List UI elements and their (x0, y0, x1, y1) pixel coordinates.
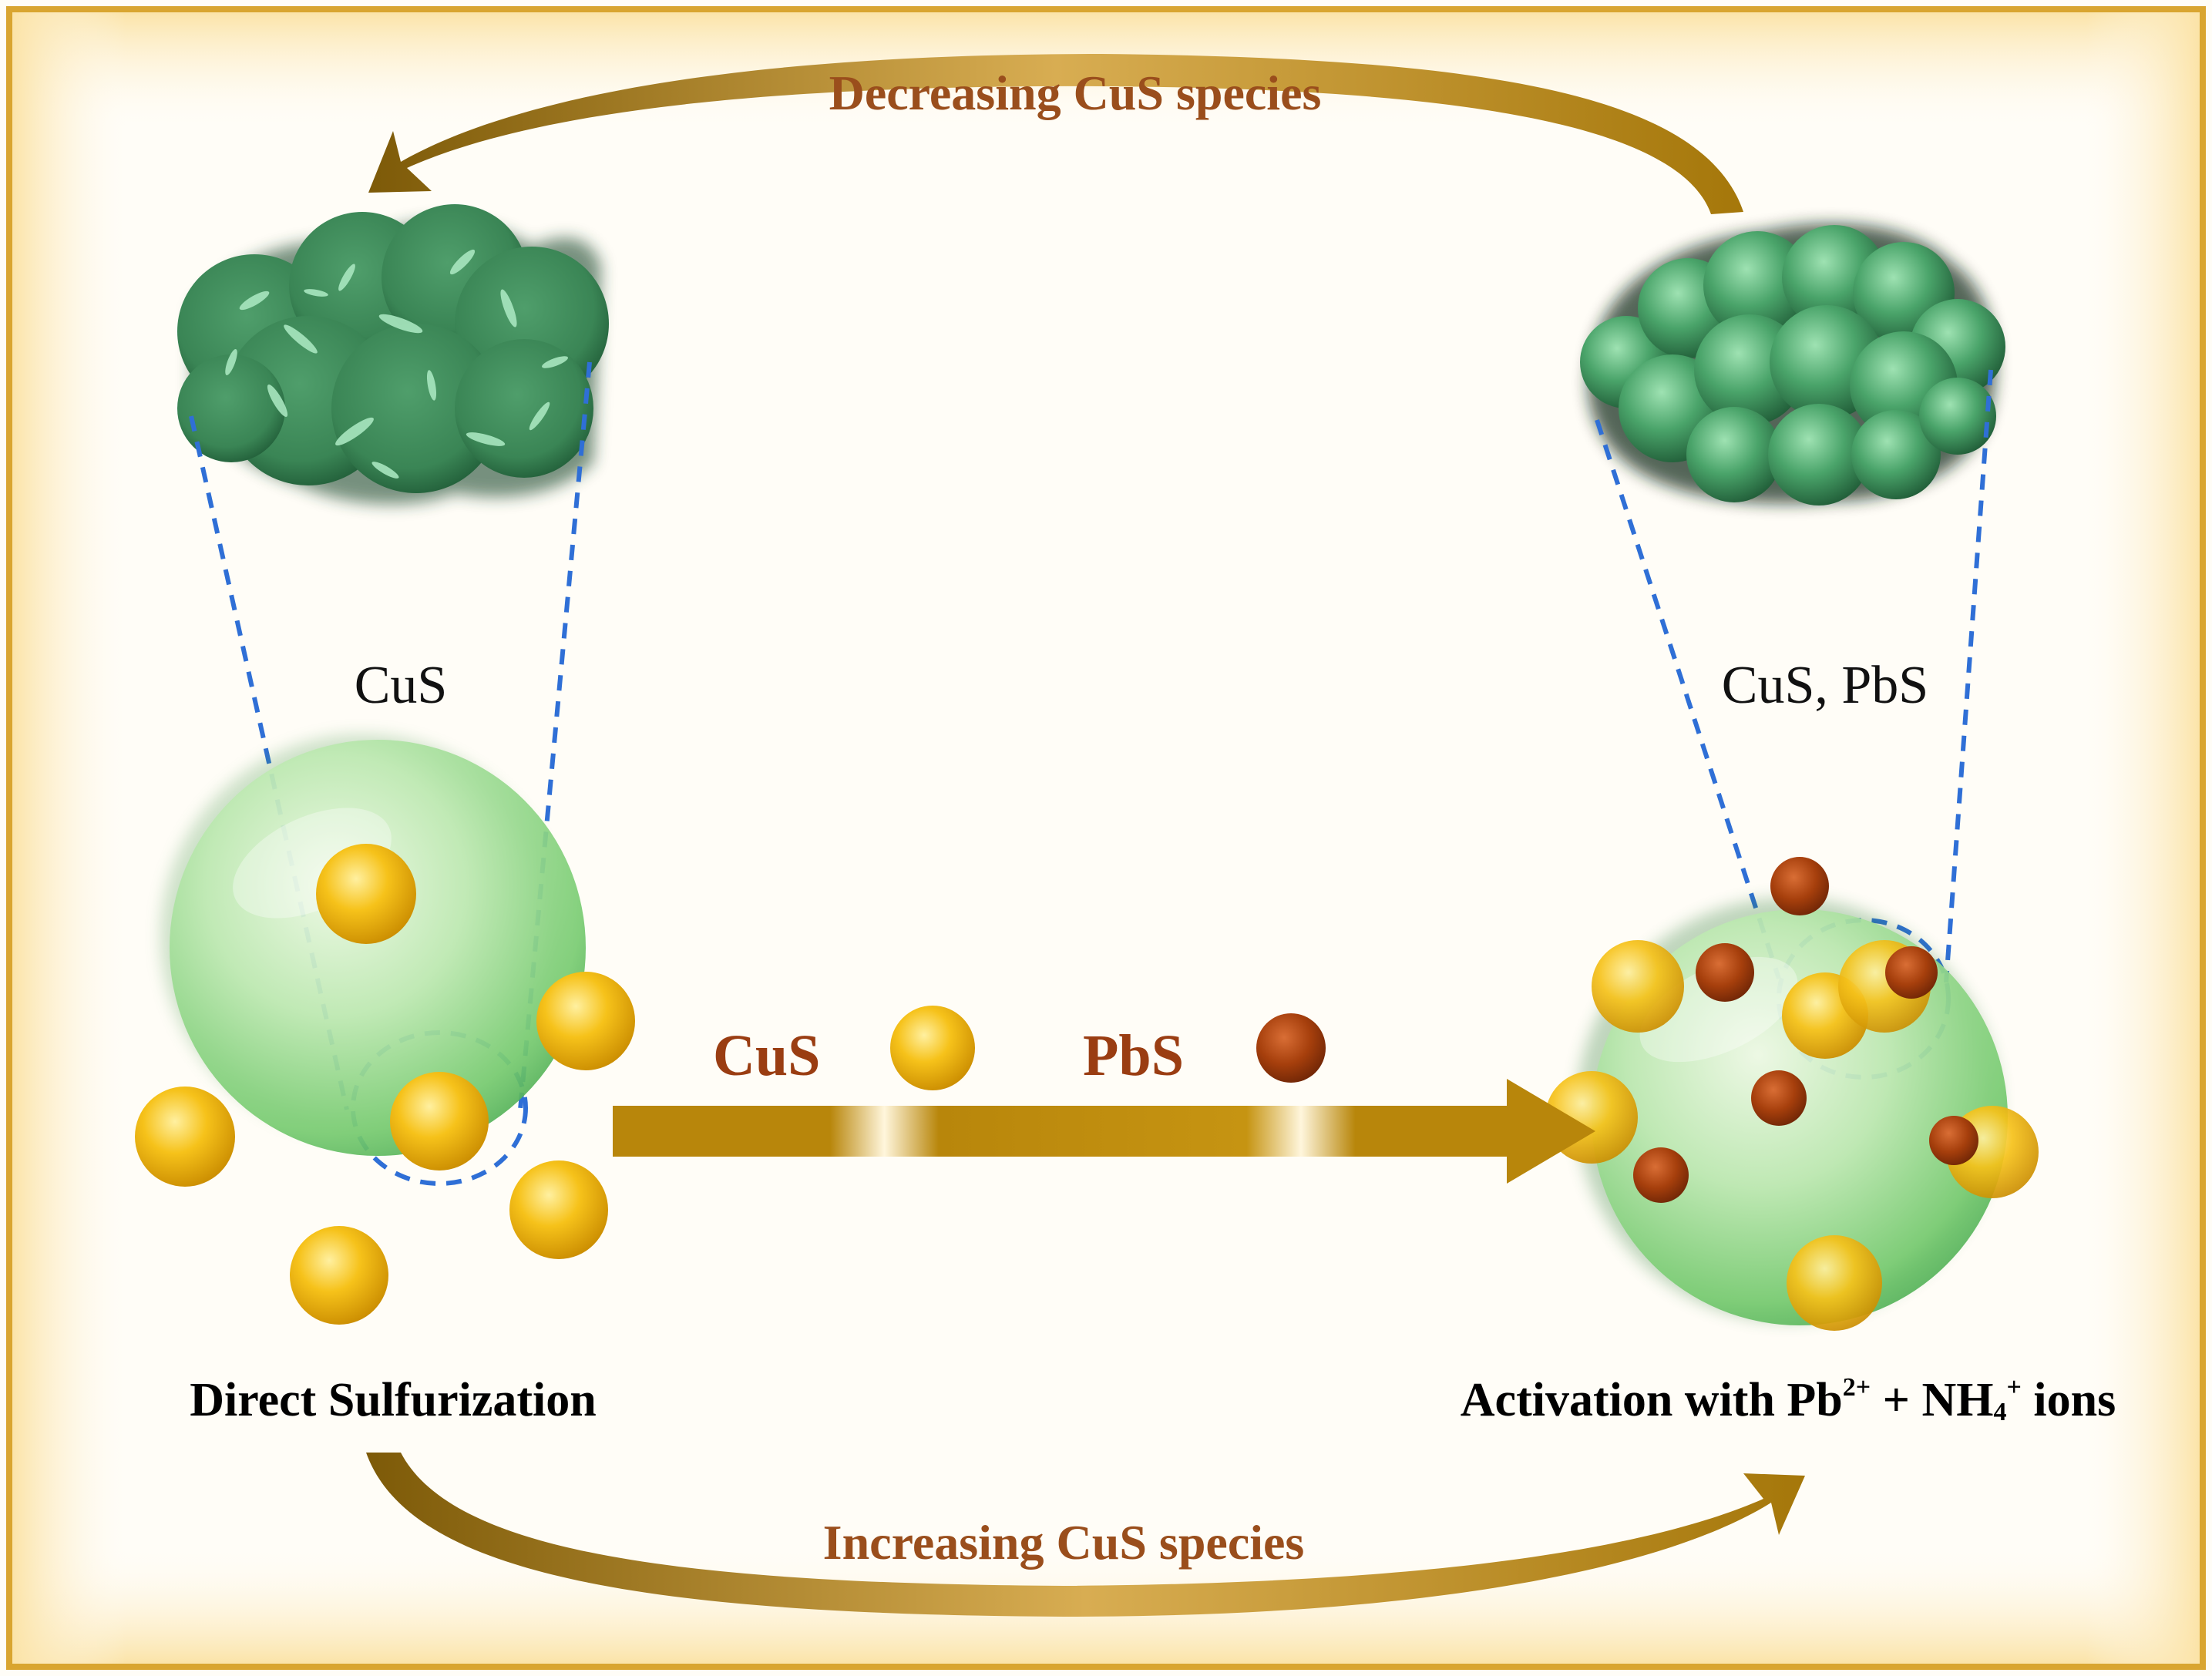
top-arrow-label: Decreasing CuS species (829, 65, 1322, 120)
main-process-arrow (613, 1079, 1595, 1184)
left-caption: Direct Sulfurization (190, 1374, 597, 1426)
right-particles (1545, 857, 2039, 1331)
sem-clusters (1580, 225, 2005, 505)
bottom-curved-arrow (366, 1453, 1805, 1617)
legend-pbs-label: PbS (1083, 1023, 1184, 1088)
right-sem-image (1580, 223, 2005, 505)
bottom-arrow-label: Increasing CuS species (823, 1515, 1305, 1570)
legend-cus-label: CuS (713, 1023, 820, 1088)
brown-sphere-icon (1256, 1013, 1326, 1083)
right-inset-label: CuS, PbS (1722, 656, 1928, 715)
cus-platelets (225, 249, 569, 479)
nh-charge: + (2007, 1373, 2022, 1402)
frame-border (6, 6, 2206, 1670)
right-caption-prefix: Activation with Pb (1461, 1374, 1843, 1426)
yellow-sphere-icon (890, 1006, 975, 1090)
top-curved-arrow (368, 54, 1743, 214)
left-inset-label: CuS (355, 656, 448, 715)
right-caption-suffix: ions (2022, 1374, 2116, 1426)
nh-subscript: 4 (1994, 1398, 2007, 1426)
legend: CuS PbS (713, 1006, 1326, 1090)
right-caption: Activation with Pb2+ + NH4+ ions (1461, 1373, 2116, 1426)
pb-charge: 2+ (1843, 1373, 1871, 1402)
left-sem-image (177, 204, 609, 505)
right-caption-middle: + NH (1871, 1374, 1993, 1426)
left-cus-particles (135, 844, 635, 1325)
